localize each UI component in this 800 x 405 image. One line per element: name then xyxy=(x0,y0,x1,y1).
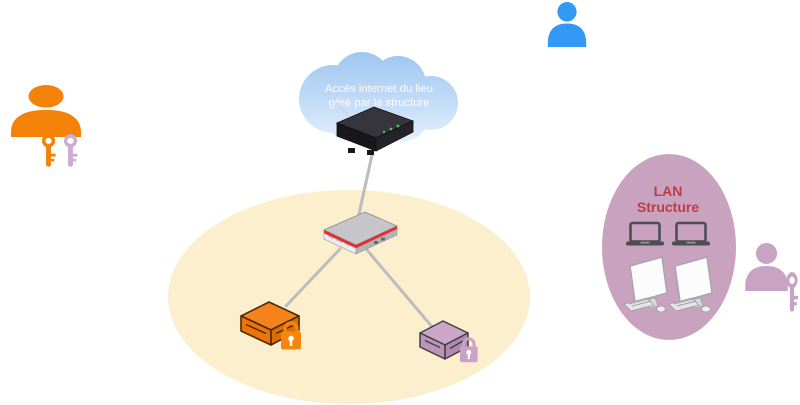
user-purple-person-icon xyxy=(745,243,788,291)
laptop-icon xyxy=(672,221,710,246)
purple-padlock-icon xyxy=(460,337,478,363)
lilac-key-icon xyxy=(63,134,78,167)
laptop-icon xyxy=(626,221,664,246)
purple-user-key-icon xyxy=(786,272,798,312)
cloud-label-line2: géré par la structure xyxy=(328,97,429,109)
user-blue-person-icon xyxy=(547,2,587,47)
lan-zone-label-line1: LAN xyxy=(654,183,683,199)
lan-zone-label-line2: Structure xyxy=(637,199,699,215)
user-orange-person-icon xyxy=(11,85,81,137)
link-firewall-orange-box xyxy=(284,247,342,308)
desktop-computer-icon xyxy=(668,256,713,313)
orange-padlock-icon xyxy=(281,321,301,350)
desktop-computer-icon xyxy=(623,256,668,313)
link-modem-firewall xyxy=(357,144,376,216)
lan-structure-zone: LAN Structure xyxy=(602,154,736,340)
purple-server-box xyxy=(419,320,469,360)
isp-modem-icon xyxy=(335,102,415,155)
link-firewall-purple-box xyxy=(365,248,436,331)
cloud-label-line1: Accès internet du lieu xyxy=(325,83,433,95)
firewall-router-icon xyxy=(322,211,399,255)
orange-key-icon xyxy=(41,134,56,167)
